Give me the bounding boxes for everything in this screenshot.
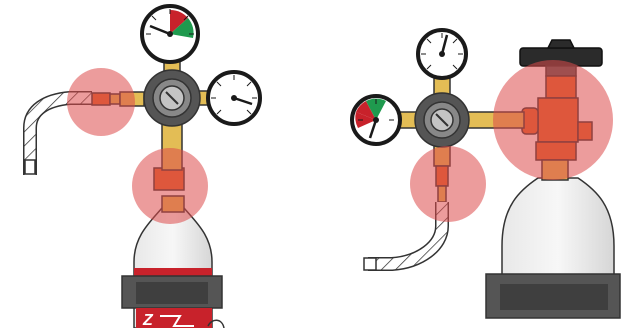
- right-regulator-body: [414, 92, 470, 148]
- left-cylinder-pressure-gauge: [206, 70, 262, 126]
- gauge-needle: [233, 96, 253, 106]
- left-outlet-pressure-gauge: [140, 4, 200, 64]
- right-setup: [350, 28, 621, 319]
- gauge-needle: [149, 24, 171, 36]
- left-highlight-valve-connection: [132, 148, 208, 224]
- left-highlight-hose-connection: [67, 68, 135, 136]
- left-setup: Z: [23, 4, 262, 328]
- cylinder-label-logo: Z: [142, 312, 154, 328]
- right-cylinder: [485, 177, 621, 319]
- right-cylinder-pressure-gauge: [416, 28, 468, 80]
- right-hose: [363, 202, 449, 271]
- right-highlight-hose-connection: [410, 146, 486, 222]
- left-cylinder: Z: [121, 207, 225, 328]
- left-regulator-body: [143, 69, 201, 127]
- gauge-needle: [368, 119, 378, 139]
- gauge-ticks: [146, 9, 194, 35]
- gauge-needle: [440, 34, 449, 55]
- right-outlet-pressure-gauge: [350, 94, 402, 146]
- right-highlight-valve-connection: [493, 60, 613, 180]
